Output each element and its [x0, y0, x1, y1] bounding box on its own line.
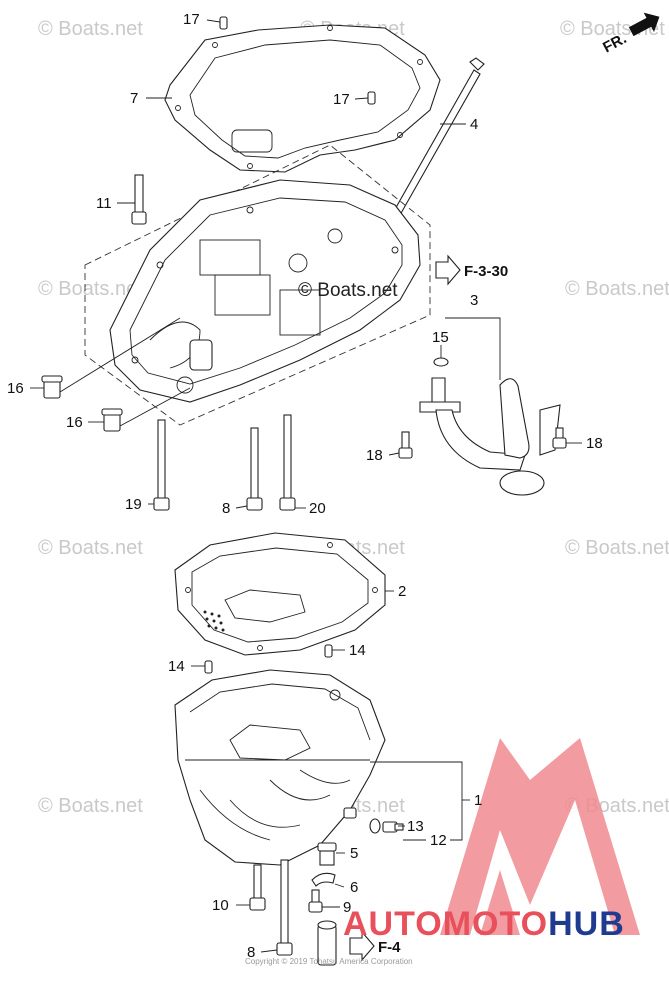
copyright-text: Copyright © 2019 Tohatsu America Corpora…	[245, 957, 413, 966]
watermark-text: © Boats.net	[565, 537, 669, 559]
water-tube-part	[317, 920, 337, 966]
callout-14: 14	[349, 642, 366, 659]
part-17-pin	[367, 91, 376, 105]
callout-9: 9	[343, 899, 351, 916]
part-1-oil-pan	[174, 669, 386, 866]
callout-14: 14	[168, 658, 185, 675]
svg-text:AUTOMOTOHUB: AUTOMOTOHUB	[343, 905, 625, 943]
callout-20: 20	[309, 500, 326, 517]
callout-18: 18	[586, 435, 603, 452]
callout-17: 17	[333, 91, 350, 108]
part-18-bolt	[398, 431, 413, 459]
leader-lines	[30, 19, 582, 953]
ref-arrow-f-4: F-4	[349, 930, 401, 962]
callout-12: 12	[430, 832, 447, 849]
callout-4: 4	[470, 116, 478, 133]
callout-5: 5	[350, 845, 358, 862]
ref-label-f-3-30: F-3-30	[464, 263, 508, 280]
part-20-bolt	[279, 414, 296, 511]
part-9-bolt	[308, 889, 323, 913]
part-15-o-ring	[433, 357, 449, 367]
ref-arrow-f-3-30: F-3-30	[435, 254, 508, 286]
center-watermark: © Boats.net	[298, 280, 398, 301]
part-12-drain-plug	[382, 821, 404, 833]
upper-housing	[109, 179, 421, 403]
callout-2: 2	[398, 583, 406, 600]
callout-10: 10	[212, 897, 229, 914]
part-8-bolt	[276, 859, 293, 956]
assembly-outline	[84, 144, 431, 426]
ref-label-f-4: F-4	[378, 939, 401, 956]
watermark-text: © Boats.net	[38, 278, 143, 300]
part-10-bolt	[249, 864, 266, 911]
callout-13: 13	[407, 818, 424, 835]
part-14-pin	[204, 660, 213, 674]
callout-11: 11	[96, 195, 112, 212]
part-8-bolt	[246, 427, 263, 511]
callout-15: 15	[432, 329, 449, 346]
callout-8: 8	[222, 500, 230, 517]
part-16-plug	[41, 375, 63, 399]
brand-text-moto: MOTO	[443, 905, 548, 943]
callout-19: 19	[125, 496, 142, 513]
callout-labels: 17 7 17 4 11 3 15 16 16 18 18 19 8 20 2 …	[7, 11, 603, 961]
callout-1: 1	[474, 792, 482, 809]
callout-16: 16	[7, 380, 24, 397]
callout-18: 18	[366, 447, 383, 464]
watermark-text: © Boats.net	[38, 795, 143, 817]
part-6-clip	[311, 872, 336, 887]
automotohub-logo-mark	[440, 738, 640, 935]
callout-7: 7	[130, 90, 138, 107]
part-19-bolt	[153, 419, 170, 511]
part-16-plug	[101, 408, 123, 432]
callout-6: 6	[350, 879, 358, 896]
part-17-pin	[219, 16, 228, 30]
callout-3: 3	[470, 292, 478, 309]
brand-text-auto: AUTO	[343, 905, 443, 943]
watermark-text: © Boats.net	[565, 278, 669, 300]
watermark-text: © Boats.net	[38, 18, 143, 40]
callout-8: 8	[247, 944, 255, 961]
part-2-lower-gasket	[174, 532, 386, 656]
part-13-washer	[369, 818, 381, 834]
part-14-pin	[324, 644, 333, 658]
automotohub-brand: AUTOMOTOHUB	[343, 905, 625, 943]
part-11-bolt	[131, 174, 147, 225]
watermark-text: © Boats.net	[38, 537, 143, 559]
arrow-right-icon	[628, 12, 660, 37]
part-3-oil-strainer	[419, 377, 561, 496]
callout-17: 17	[183, 11, 200, 28]
part-5-valve	[317, 842, 337, 866]
brand-text-hub: HUB	[548, 905, 625, 943]
callout-16: 16	[66, 414, 83, 431]
part-7-upper-gasket	[164, 24, 441, 173]
